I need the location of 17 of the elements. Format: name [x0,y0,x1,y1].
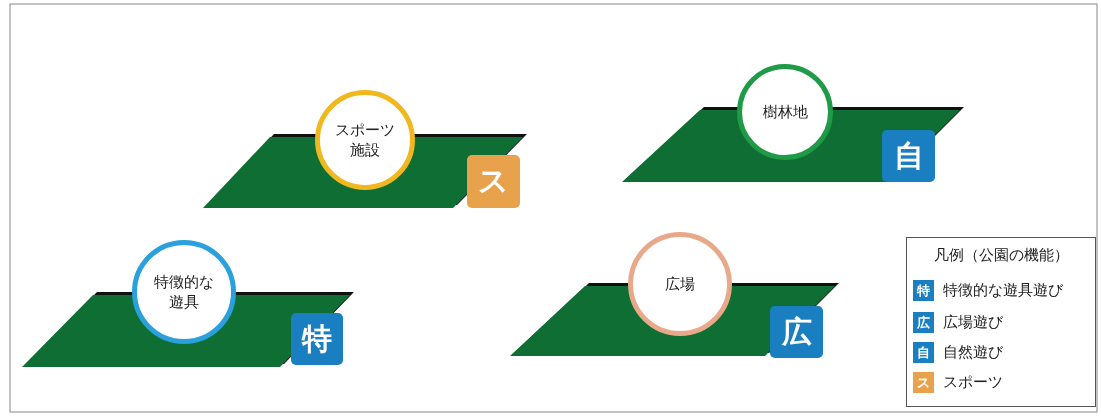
legend-swatch: 自 [913,342,934,363]
function-badge: 自 [882,130,935,182]
function-badge: 広 [770,306,823,358]
legend-swatch: 特 [913,280,934,301]
function-badge: ス [467,155,520,208]
place-label: 特徴的な遊具 [153,271,215,313]
legend-title: 凡例（公園の機能） [932,246,1070,265]
function-badge: 特 [291,313,343,365]
legend-text: スポーツ [943,373,1003,392]
legend-text: 特徴的な遊具遊び [943,281,1063,300]
place-label: 樹林地 [761,101,809,123]
place-label: スポーツ施設 [334,119,396,161]
legend-swatch: 広 [913,312,934,333]
legend-text: 自然遊び [943,343,1003,362]
legend-swatch: ス [913,372,934,393]
place-label: 広場 [664,273,696,295]
legend-text: 広場遊び [943,313,1003,332]
